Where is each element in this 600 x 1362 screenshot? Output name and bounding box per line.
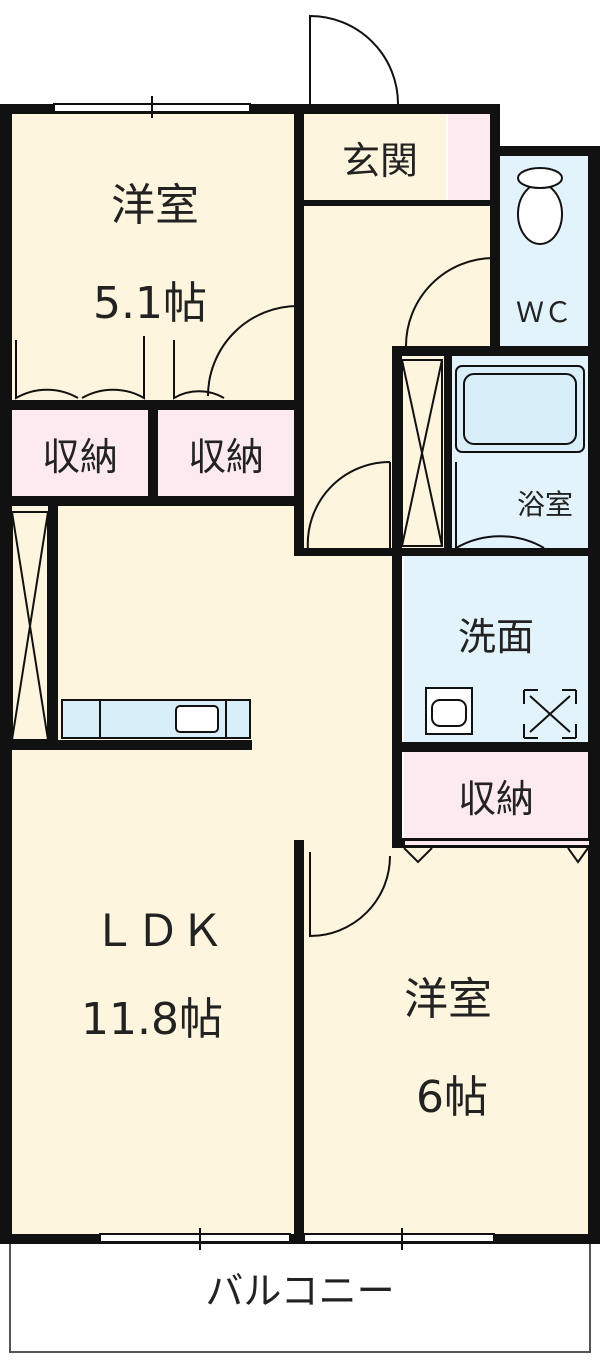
hall-door bbox=[306, 460, 391, 551]
storage-left-door-b bbox=[81, 336, 145, 400]
wall-storage-bottom bbox=[0, 496, 304, 506]
western-room-north-floor bbox=[10, 112, 300, 404]
western-room-north-size: 5.1帖 bbox=[93, 278, 207, 329]
window-south bbox=[303, 1233, 495, 1243]
doors bbox=[15, 14, 589, 938]
western-room-south-size: 6帖 bbox=[416, 1072, 488, 1123]
closet-hall bbox=[401, 359, 443, 547]
kitchen-sink bbox=[175, 705, 219, 733]
labels: 洋室 5.1帖 収納 収納 玄関 ＷＣ 浴室 洗面 収納 ＬＤＫ 11.8帖 洋… bbox=[42, 139, 573, 1313]
western-room-south-name: 洋室 bbox=[404, 974, 492, 1025]
bathtub bbox=[455, 365, 585, 453]
balcony-floor bbox=[9, 1241, 591, 1353]
storage-left-label: 収納 bbox=[42, 435, 118, 479]
wall-top-toilet bbox=[492, 146, 600, 156]
shoe-cabinet bbox=[448, 112, 492, 204]
bathroom-door bbox=[455, 462, 545, 550]
storage-left-floor bbox=[10, 408, 150, 498]
toilet-bowl bbox=[517, 183, 563, 245]
wall-right bbox=[588, 146, 600, 1244]
entrance-floor bbox=[304, 112, 446, 204]
wall-hall-bottom bbox=[294, 548, 404, 556]
storage-right-floor bbox=[158, 408, 298, 498]
wall-wash-top bbox=[392, 548, 600, 556]
wall-left bbox=[0, 104, 12, 1244]
wall-closet-east bbox=[444, 346, 452, 554]
closet-ldk bbox=[11, 511, 49, 741]
wall-entrance-bottom bbox=[304, 200, 494, 206]
western-room-north-name: 洋室 bbox=[111, 180, 199, 231]
storage-wash-label: 収納 bbox=[458, 777, 534, 821]
balcony-label: バルコニー bbox=[205, 1269, 394, 1313]
ldk-size: 11.8帖 bbox=[81, 994, 223, 1045]
fixtures bbox=[61, 167, 585, 739]
washroom-label: 洗面 bbox=[458, 615, 534, 659]
south-room-door bbox=[309, 852, 391, 938]
window-storage-wash bbox=[403, 839, 591, 847]
wall-wet-top bbox=[392, 346, 600, 356]
kitchen-counter bbox=[61, 699, 251, 739]
washing-machine-space bbox=[523, 689, 577, 739]
north-room-door bbox=[207, 305, 299, 397]
toilet-label: ＷＣ bbox=[516, 296, 572, 329]
wall-toilet-left bbox=[490, 104, 500, 354]
windows bbox=[53, 96, 591, 1250]
storage-left-door-a bbox=[15, 340, 79, 400]
western-room-south-floor bbox=[304, 846, 590, 1234]
storage-right-label: 収納 bbox=[188, 435, 264, 479]
toilet-door bbox=[405, 257, 495, 347]
wall-south-room-west bbox=[294, 840, 304, 1240]
wall-wash-bottom bbox=[392, 742, 600, 752]
wall-top-entrance bbox=[300, 104, 500, 114]
storage-wash-floor bbox=[404, 750, 590, 840]
window-ldk bbox=[99, 1233, 291, 1243]
entrance-label: 玄関 bbox=[342, 139, 418, 183]
storage-wash-door-marks bbox=[403, 847, 589, 864]
wall-ldk-closet-east bbox=[48, 500, 58, 750]
front-door bbox=[309, 14, 399, 105]
storage-right-door-a bbox=[173, 340, 225, 400]
bathroom-label: 浴室 bbox=[517, 488, 573, 521]
closets bbox=[11, 359, 443, 741]
wall-closet-west bbox=[392, 346, 402, 846]
toilet-tank bbox=[517, 167, 563, 189]
wall-storage-mid bbox=[148, 400, 158, 500]
wall-kitchen-counter bbox=[0, 740, 252, 750]
ldk-name: ＬＤＫ bbox=[92, 906, 224, 957]
